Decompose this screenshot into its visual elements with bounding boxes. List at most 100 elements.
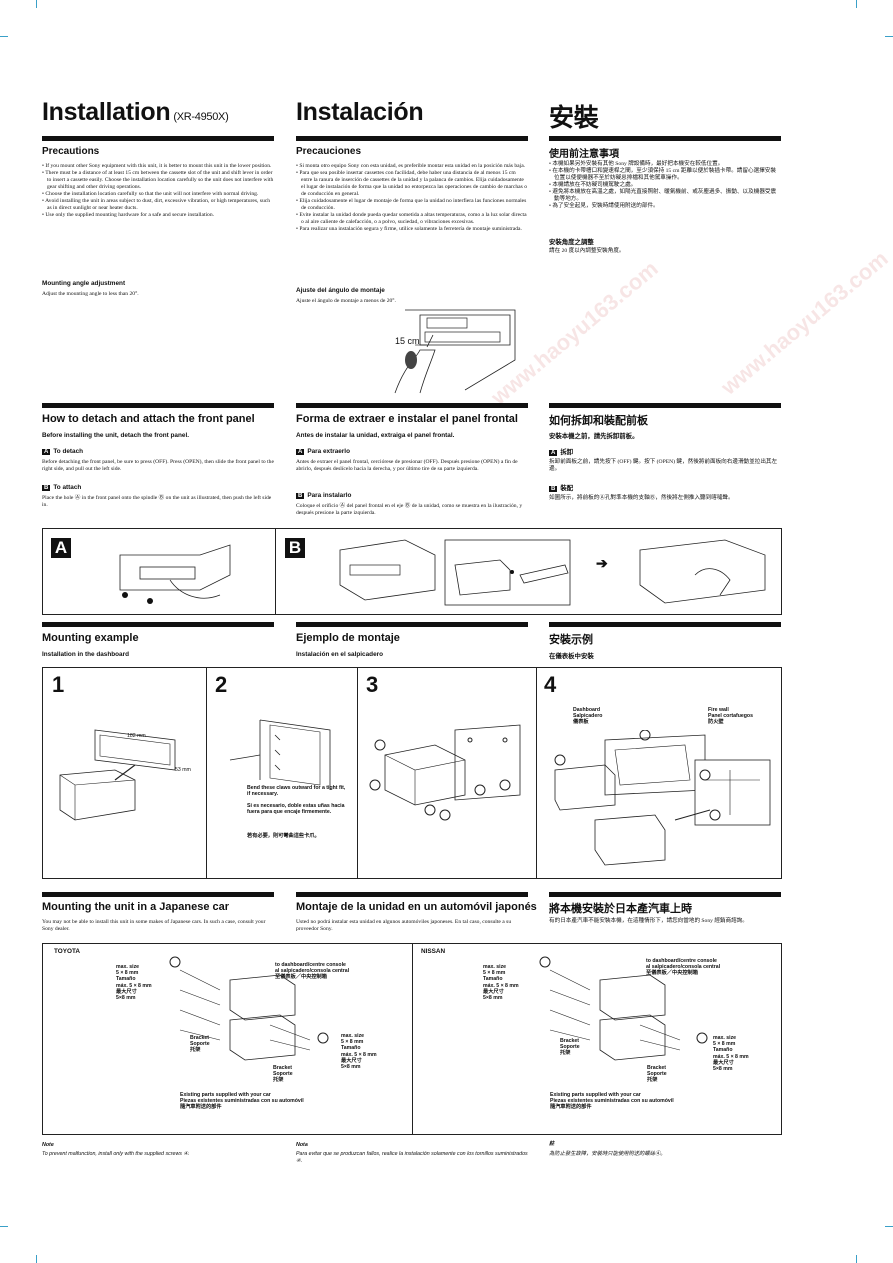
precautions-list-en: If you mount other Sony equipment with t… (42, 163, 274, 219)
max-size-label: max. size 5 × 8 mm Tamaño máx. 5 × 8 mm … (483, 964, 519, 1002)
crop-mark (856, 0, 857, 8)
mount-sub-es: Instalación en el salpicadero (296, 651, 384, 658)
crop-mark (885, 36, 893, 37)
heading-angle-zh: 安裝角度之調整 (549, 239, 594, 246)
precautions-list-zh: 本機如果另外安裝有其他 Sony 牌設備時，最好把本機安在較低位置。 在本機的卡… (549, 161, 781, 210)
list-item: Avoid installing the unit in areas subje… (42, 198, 274, 212)
divider (275, 528, 276, 615)
divider (357, 667, 358, 879)
detach-intro-es: Antes de instalar la unidad, extraiga el… (296, 432, 455, 439)
list-item: Use only the supplied mounting hardware … (42, 212, 274, 219)
list-item: 避免將本機放在高溫之處，如陽光直接照射、暖氣機前、或灰塵過多、振動、以及機器受震… (549, 189, 781, 203)
heading-detach-zh: 如何拆卸和裝配前板 (549, 415, 648, 427)
figure-label-b: B (285, 538, 305, 558)
width-dimension: 182 mm (127, 733, 146, 739)
title-en: Installation(XR-4950X) (42, 98, 229, 126)
title-es: Instalación (296, 98, 424, 126)
list-item: 在本機的卡帶槽口和變速桿之間，至少須保持 15 cm 距離以便於裝插卡帶。請留心… (549, 168, 781, 182)
nissan-label: NISSAN (421, 948, 446, 955)
distance-label: 15 cm (395, 336, 420, 346)
list-item: 為了安全起見，安裝時請使用附送的部件。 (549, 203, 781, 210)
note-heading-zh: 註 (549, 1141, 555, 1147)
heading-mount-es: Ejemplo de montaje (296, 632, 400, 644)
note-text-zh: 為防止發生故障，安裝時只能使用附送的螺絲④。 (549, 1151, 666, 1157)
step2-illustration (229, 719, 331, 790)
rule (42, 622, 274, 627)
crop-mark (36, 1255, 37, 1263)
existing-parts-label: Existing parts supplied with your car Pi… (180, 1092, 304, 1111)
claws-note-es: Si es necesario, doble estas uñas hacia … (247, 803, 345, 816)
rule (296, 403, 528, 408)
mount-sub-zh: 在儀表板中安裝 (549, 653, 594, 660)
list-item: 本機請放在不妨礙司機駕駛之處。 (549, 182, 781, 189)
mount-steps-figure (42, 667, 782, 879)
step4-illustration (554, 730, 771, 866)
detach-text-zh: 拆卸前面板之前，請先按下 (OFF) 鍵。按下 (OPEN) 鍵，然後將前面板向… (549, 459, 778, 472)
list-item: Para realizar una instalación segura y f… (296, 226, 528, 233)
angle-text-es: Ajuste el ángulo de montaje a menos de 2… (296, 298, 396, 304)
angle-text-en: Adjust the mounting angle to less than 2… (42, 291, 139, 297)
list-item: Para que sea posible insertar cassettes … (296, 170, 528, 198)
heading-detach-es: Forma de extraer e instalar el panel fro… (296, 413, 518, 425)
note-text-es: Para evitar que se produzcan fallos, rea… (296, 1151, 528, 1164)
heading-jp-zh: 將本機安裝於日本產汽車上時 (549, 903, 692, 915)
crop-mark (0, 36, 8, 37)
step-number-4: 4 (544, 672, 557, 697)
list-item: Elija cuidadosamente el lugar de montaje… (296, 198, 528, 212)
rule (42, 136, 274, 141)
rule (549, 622, 781, 627)
heading-jp-es: Montaje de la unidad en un automóvil jap… (296, 901, 537, 913)
attach-illustration-2 (444, 539, 571, 606)
heading-mount-en: Mounting example (42, 632, 139, 644)
crop-mark (36, 0, 37, 8)
step3-illustration (369, 724, 521, 821)
crop-mark (0, 1226, 8, 1227)
arrow-icon: ➔ (596, 555, 608, 571)
claws-note-en: Bend these claws outward for a tight fit… (247, 785, 346, 798)
nissan-illustration (539, 956, 708, 1061)
jp-text-en: You may not be able to install this unit… (42, 919, 266, 932)
to-dashboard-label: to dashboard/centre console al salpicade… (275, 962, 350, 981)
rule (296, 622, 528, 627)
dashboard-label: Dashboard Salpicadero 儀表板 (573, 707, 603, 726)
step-number-1: 1 (52, 672, 65, 697)
attach-illustration-1 (339, 539, 436, 601)
rule (42, 892, 274, 897)
detach-text-en: Before detaching the front panel, be sur… (42, 459, 274, 472)
attach-text-en: Place the hole Ⓐ in the front panel onto… (42, 495, 272, 508)
height-dimension: 53 mm (175, 767, 191, 773)
heading-jp-en: Mounting the unit in a Japanese car (42, 901, 230, 913)
heading-detach-en: How to detach and attach the front panel (42, 413, 255, 425)
toyota-label: TOYOTA (54, 948, 81, 955)
heading-mount-zh: 安裝示例 (549, 634, 593, 646)
existing-parts-label: Existing parts supplied with your car Pi… (550, 1092, 674, 1111)
detach-illustration (119, 544, 231, 604)
rule (296, 892, 528, 897)
attach-text-zh: 如圖所示，將前板的Ⓐ孔對準本機的支軸Ⓑ，然後將左側推入聽到喀噠聲。 (549, 495, 734, 501)
jp-text-es: Usted no podrá instalar esta unidad en a… (296, 919, 512, 932)
dashboard-angle-illustration (394, 309, 516, 394)
note-heading-en: Note (42, 1142, 54, 1148)
mount-sub-en: Installation in the dashboard (42, 651, 129, 658)
max-size-label: max. size 5 × 8 mm Tamaño máx. 5 × 8 mm … (341, 1033, 377, 1071)
step-number-3: 3 (366, 672, 379, 697)
title-zh: 安裝 (549, 104, 599, 132)
crop-mark (856, 1255, 857, 1263)
firewall-label: Fire wall Panel cortafuegos 防火壁 (708, 707, 753, 726)
note-text-en: To prevent malfunction, install only wit… (42, 1151, 190, 1157)
bracket-label: Bracket Soporte 托架 (560, 1038, 580, 1057)
note-heading-es: Nota (296, 1142, 308, 1148)
list-item: Choose the installation location careful… (42, 191, 274, 198)
list-item: Evite instalar la unidad donde pueda que… (296, 212, 528, 226)
figure-label-a: A (51, 538, 71, 558)
rule (549, 892, 781, 897)
model-number: (XR-4950X) (173, 111, 229, 123)
max-size-label: max. size 5 × 8 mm Tamaño máx. 5 × 8 mm … (116, 964, 152, 1002)
divider (536, 667, 537, 879)
rule (549, 403, 781, 408)
list-item: 本機如果另外安裝有其他 Sony 牌設備時，最好把本機安在較低位置。 (549, 161, 781, 168)
bracket-label: Bracket Soporte 托架 (273, 1065, 293, 1084)
